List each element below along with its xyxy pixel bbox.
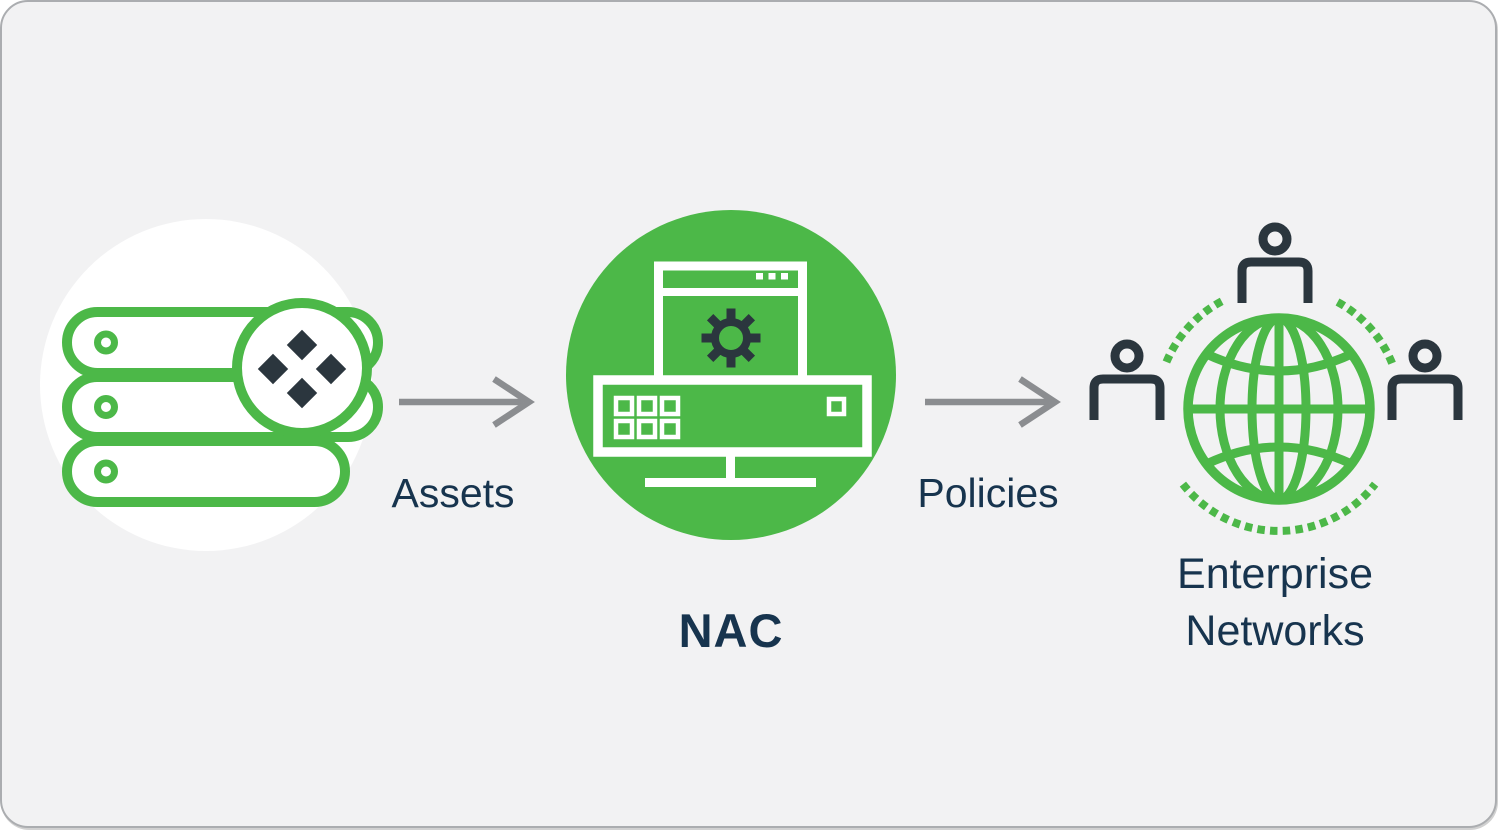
server-port-leds <box>94 330 118 484</box>
assets-node <box>40 219 383 551</box>
nac-node <box>566 210 896 540</box>
arrowhead-icon <box>492 376 535 428</box>
arrow-assets-to-nac <box>399 376 535 428</box>
four-diamonds-badge <box>232 298 372 438</box>
label-assets: Assets <box>391 470 515 516</box>
arrow-nac-to-enterprise <box>925 376 1061 428</box>
label-policies: Policies <box>917 470 1059 516</box>
nac-appliance-icon <box>593 375 872 487</box>
user-icon-left <box>1089 339 1165 420</box>
user-icon-top <box>1237 222 1313 303</box>
browser-window-icon <box>654 261 807 385</box>
browser-window-dots <box>756 273 788 280</box>
appliance-ports <box>613 395 847 440</box>
globe-icon <box>1183 313 1375 505</box>
enterprise-node <box>1089 222 1463 535</box>
dashed-orbit-arcs <box>1162 297 1396 535</box>
gear-icon <box>701 308 761 368</box>
monitor-stand <box>645 452 816 487</box>
user-icon-right <box>1387 339 1463 420</box>
label-enterprise-networks: Enterprise Networks <box>1177 550 1373 655</box>
arrowhead-icon <box>1018 376 1061 428</box>
badge-circle <box>232 298 372 438</box>
label-nac: NAC <box>678 604 784 657</box>
